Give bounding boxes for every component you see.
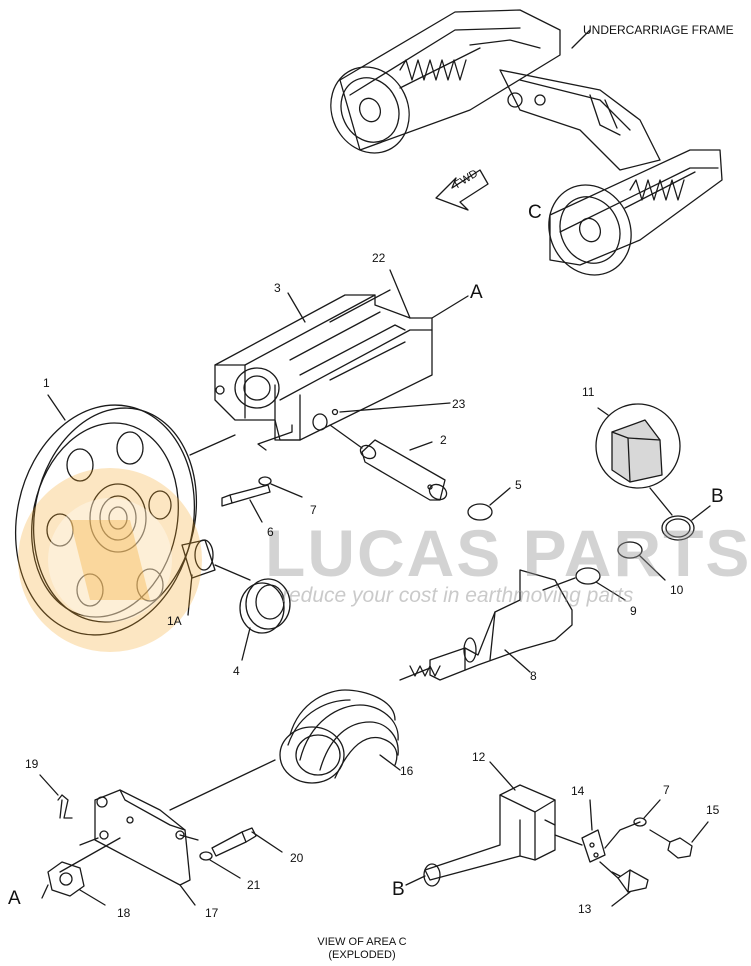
part-label-6: 6 (267, 525, 274, 539)
bolt-part-20 (211, 827, 283, 857)
part-label-16: 16 (400, 764, 414, 778)
part-label-20: 20 (290, 851, 304, 865)
frame-label: UNDERCARRIAGE FRAME (583, 23, 734, 37)
nut-part-18 (41, 861, 106, 906)
cotter-pin-part-19 (39, 774, 73, 819)
washer-part-7-bottom (633, 817, 647, 827)
ring-b (661, 515, 695, 541)
part-label-3: 3 (274, 281, 281, 295)
view-letter-b-bottom: B (392, 879, 405, 900)
view-letter-a-bottom: A (8, 888, 21, 909)
bearing-block-assembly (214, 269, 469, 451)
part-label-12: 12 (472, 750, 486, 764)
view-letter-c: C (528, 202, 542, 223)
bushing-part-1a (181, 539, 251, 616)
part-label-23: 23 (452, 397, 466, 411)
pin-part-2 (329, 424, 448, 501)
idler-wheel-part-1 (14, 394, 236, 636)
watermark-title: LUCAS PARTS (265, 516, 751, 590)
part-label-18: 18 (117, 906, 131, 920)
part-label-7-bottom: 7 (663, 783, 670, 797)
part-label-1: 1 (43, 376, 50, 390)
part-label-13: 13 (578, 902, 592, 916)
ring-part-9 (575, 567, 601, 585)
cylinder-plate-part-17 (59, 759, 276, 906)
o-ring-part-5 (467, 503, 493, 521)
part-label-19: 19 (25, 757, 39, 771)
washer-part-21 (199, 851, 213, 861)
detail-part-11 (595, 403, 681, 516)
plate-part-14 (554, 799, 641, 863)
bolt-part-15 (649, 821, 709, 859)
part-label-10: 10 (670, 583, 684, 597)
part-label-1a: 1A (167, 614, 182, 628)
undercarriage-frame (330, 9, 723, 276)
part-label-2: 2 (440, 433, 447, 447)
part-label-21: 21 (247, 878, 261, 892)
rod-part-8 (399, 569, 573, 681)
view-letter-a-top: A (470, 282, 483, 303)
view-caption: VIEW OF AREA C (EXPLODED) (282, 936, 442, 962)
spring-part-16 (279, 689, 401, 784)
part-label-5: 5 (515, 478, 522, 492)
part-label-11: 11 (582, 385, 595, 399)
bolt-part-6 (221, 484, 271, 523)
view-caption-line1: VIEW OF AREA C (317, 936, 407, 948)
bracket-part-12 (405, 761, 556, 887)
part-label-8: 8 (530, 669, 537, 683)
watermark-tagline: reduce your cost in earthmoving parts (282, 584, 634, 607)
ring-part-10 (617, 541, 643, 559)
part-label-9: 9 (630, 604, 637, 618)
part-label-14: 14 (571, 784, 585, 798)
view-caption-line2: (EXPLODED) (328, 949, 396, 961)
washer-part-7-top (258, 476, 272, 486)
part-label-22: 22 (372, 251, 386, 265)
seal-part-4 (239, 578, 291, 661)
fitting-part-13 (599, 861, 649, 907)
part-label-7-top: 7 (310, 503, 317, 517)
part-label-15: 15 (706, 803, 720, 817)
fwd-arrow (435, 169, 489, 211)
view-letter-b-right: B (711, 486, 724, 507)
part-label-17: 17 (205, 906, 219, 920)
part-label-4: 4 (233, 664, 240, 678)
